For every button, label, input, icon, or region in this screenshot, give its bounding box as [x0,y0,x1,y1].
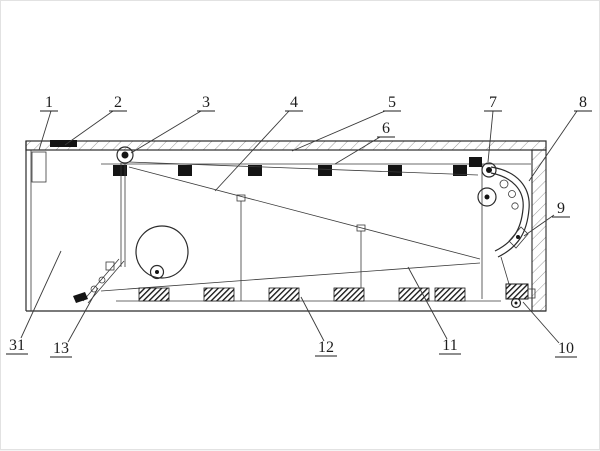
label-3: 3 [202,94,210,111]
leader-5 [291,110,386,152]
rail-block [113,165,127,176]
leader-31 [20,250,62,339]
enclosure-frame [25,140,547,312]
label-9: 9 [557,200,565,217]
rail-block [248,165,262,176]
label-13: 13 [53,340,69,357]
link-roller [508,190,516,198]
top-bar-part2 [50,140,77,147]
reference-numerals: 1 2 3 4 5 6 7 8 9 10 11 12 13 31 [6,94,592,358]
post-cap [236,194,246,202]
gearbox-link [500,256,510,285]
drive-pulley-hub [486,167,492,173]
link-roller [499,179,509,189]
leader-4 [214,110,290,192]
rail-block [388,165,402,176]
roller-frame [508,226,529,249]
pipe-inner-wall [490,172,524,252]
leader-6 [334,136,381,165]
mid-posts [240,201,362,301]
trough-block [333,287,365,302]
gearbox [500,256,536,309]
drive-motor [469,157,482,167]
rail-block [318,165,332,176]
idler-wheel [477,187,497,207]
trough-block [268,287,300,302]
label-4: 4 [290,94,298,111]
scraper-struts [82,258,125,304]
link-roller [511,202,519,210]
upper-cable [128,161,479,176]
gearbox-wheel-hub [514,301,518,305]
leader-8 [528,110,578,182]
drive-pulley [481,162,497,178]
leader-7 [487,110,494,163]
left-wall-and-floor [25,141,546,312]
floor-troughs [116,287,501,302]
leader-13 [67,287,99,343]
discharge-pipe [490,166,530,258]
leader-11 [407,266,448,340]
label-2: 2 [114,94,122,111]
label-5: 5 [388,94,396,111]
top-left-fittings [31,140,77,183]
rail-block [178,165,192,176]
drive-assembly [469,157,519,210]
post-cap [356,224,366,232]
trough-block [203,287,235,302]
support-posts [105,163,366,301]
label-10: 10 [558,340,574,357]
label-31: 31 [9,337,25,354]
pipe-outer-wall [490,166,530,258]
return-cable [100,262,481,292]
trough-block [398,287,430,302]
wheel-assembly [135,225,189,280]
scraper-shoe [73,292,88,303]
leader-lines [20,110,578,344]
large-wheel [135,225,189,279]
label-11: 11 [442,337,457,354]
gearbox-wheel [510,297,522,309]
scraper-arm [73,258,125,304]
leader-1 [38,110,52,151]
trough-block [434,287,466,302]
gearbox-flange [527,288,536,299]
label-8: 8 [579,94,587,111]
leader-9 [523,214,555,237]
corner-box-part1 [31,151,47,183]
label-1: 1 [45,94,53,111]
label-7: 7 [489,94,497,111]
leader-10 [522,301,560,344]
trough-block [138,287,170,302]
label-6: 6 [382,120,390,137]
idler-hub [484,194,490,200]
gearbox-body [505,283,529,300]
label-12: 12 [318,339,334,356]
leader-3 [130,110,202,154]
scraper-pin [98,276,106,284]
leader-2 [64,110,114,146]
cable-runs [100,161,483,299]
small-wheel-hub [155,270,159,274]
tilt-roller [508,226,529,249]
small-wheel [149,264,165,280]
left-post [120,163,126,267]
rail-block [453,165,467,176]
pulley-hub [121,151,129,159]
diagonal-cable [128,166,481,260]
top-rail [25,140,547,151]
leader-12 [300,296,325,342]
roller-pin [516,235,520,239]
